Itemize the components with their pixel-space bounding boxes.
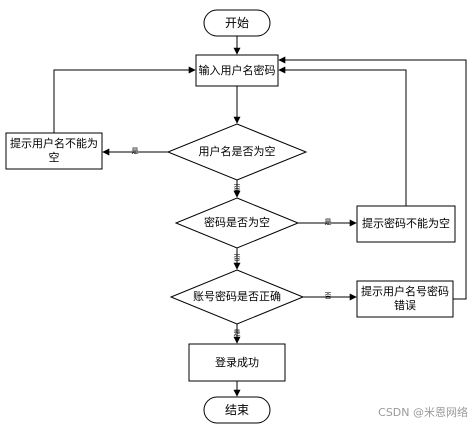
edge-label-no-password: 否 <box>233 253 241 262</box>
watermark: CSDN @米恩网络 <box>378 406 468 419</box>
end-node <box>203 396 271 424</box>
input-label: 输入用户名密码 <box>198 63 276 77</box>
login-success-label: 登录成功 <box>215 355 259 369</box>
prompt-credentials-error-label: 提示用户名号密码错误 <box>361 285 449 312</box>
decision-password-label: 密码是否为空 <box>204 216 270 230</box>
edge-label-yes-password: 是 <box>324 217 332 226</box>
prompt-username-empty-label: 提示用户名不能为空 <box>10 137 98 164</box>
prompt-password-empty-node <box>356 205 456 243</box>
edge-username-prompt-back <box>53 66 196 133</box>
edge-label-no-username: 否 <box>233 183 241 192</box>
edge-credentials-prompt-back <box>278 56 467 300</box>
edge-label-no-credentials: 否 <box>324 291 332 300</box>
prompt-password-empty-label: 提示密码不能为空 <box>362 217 450 231</box>
edge-label-yes-credentials: 是 <box>233 328 241 337</box>
input-node <box>195 54 279 87</box>
login-success-node <box>188 343 286 382</box>
decision-credentials-label: 账号密码是否正确 <box>193 290 281 304</box>
prompt-credentials-error-node <box>356 280 454 318</box>
edge-password-prompt-back <box>278 66 407 206</box>
start-label: 开始 <box>224 15 249 30</box>
edge-label-yes-username: 是 <box>131 146 139 155</box>
decision-username-label: 用户名是否为空 <box>198 145 276 159</box>
end-label: 结束 <box>224 402 249 417</box>
